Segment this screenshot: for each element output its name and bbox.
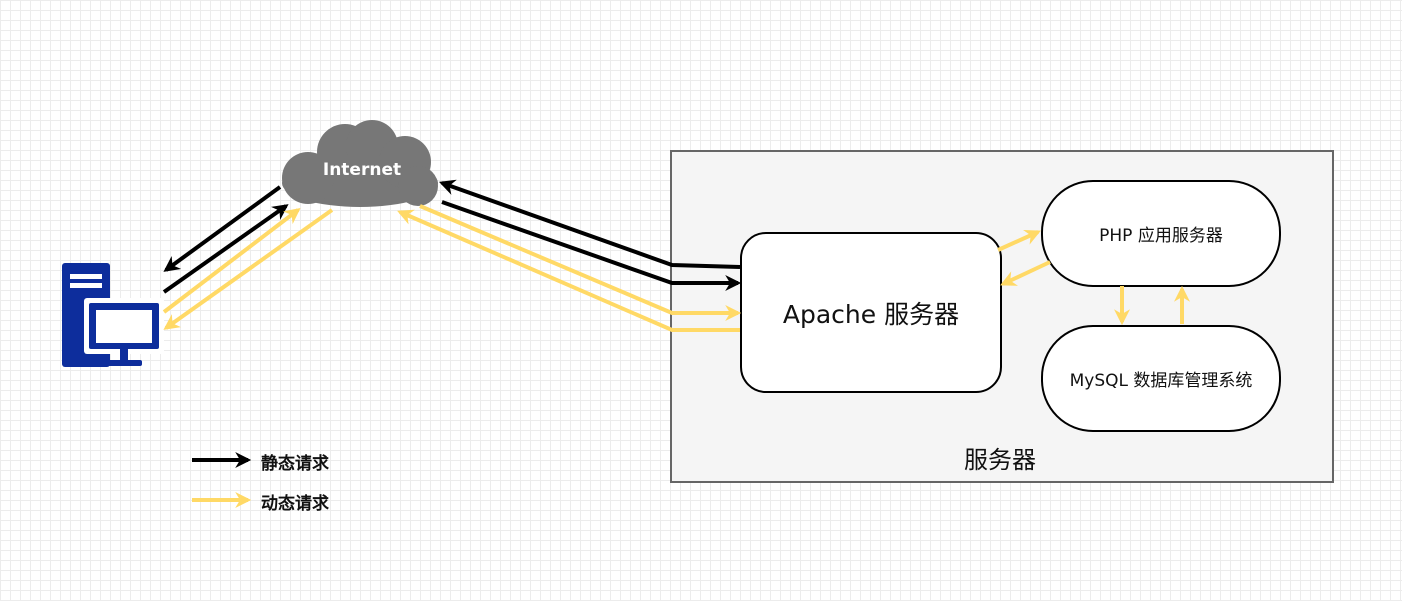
arrow-static-client-to-internet bbox=[162, 204, 289, 294]
apache-server-label: Apache 服务器 bbox=[782, 299, 960, 329]
cloud-icon bbox=[282, 120, 438, 207]
arrow-static-internet-to-apache bbox=[441, 200, 742, 291]
arrow-dynamic-internet-to-apache bbox=[419, 204, 742, 321]
php-app-server-node[interactable]: PHP 应用服务器 bbox=[1041, 180, 1281, 287]
apache-server-node[interactable]: Apache 服务器 bbox=[740, 232, 1002, 393]
internet-label: Internet bbox=[322, 160, 402, 180]
arrow-dynamic-apache-to-php bbox=[997, 229, 1041, 252]
arrow-dynamic-php-to-apache bbox=[1000, 260, 1051, 286]
legend-static-label: 静态请求 bbox=[261, 454, 329, 474]
mysql-dbms-node[interactable]: MySQL 数据库管理系统 bbox=[1041, 325, 1281, 432]
arrow-dynamic-client-to-internet bbox=[162, 208, 301, 314]
php-app-server-label: PHP 应用服务器 bbox=[1099, 226, 1223, 246]
mysql-dbms-label: MySQL 数据库管理系统 bbox=[1069, 371, 1253, 391]
arrow-static-apache-to-internet bbox=[438, 179, 741, 269]
server-group-label: 服务器 bbox=[964, 446, 1036, 474]
arrow-dynamic-internet-to-client bbox=[163, 208, 334, 330]
computer-icon bbox=[62, 263, 164, 367]
arrow-dynamic-apache-to-internet bbox=[397, 209, 740, 332]
arrow-static-internet-to-client bbox=[163, 185, 282, 272]
legend-dynamic-label: 动态请求 bbox=[261, 494, 329, 514]
